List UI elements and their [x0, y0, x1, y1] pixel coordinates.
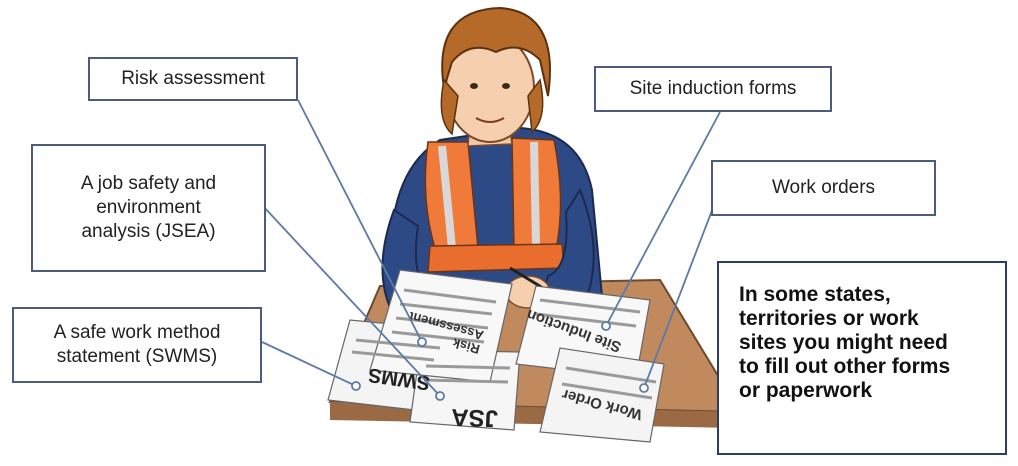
- work-orders-label: Work orders: [711, 160, 936, 216]
- connector-jsea-dot: [435, 391, 445, 401]
- paper-jsa-text: JSA: [451, 403, 499, 432]
- note-box: In some states, territories or work site…: [717, 261, 1007, 455]
- hair-side-right: [527, 78, 544, 134]
- connector-risk: [297, 99, 423, 343]
- left-eye: [470, 83, 478, 89]
- jsea-label: A job safety and environment analysis (J…: [31, 144, 266, 272]
- connector-site: [605, 111, 721, 327]
- connector-site-dot: [601, 321, 611, 331]
- connector-jsea: [261, 204, 441, 397]
- connector-swms-dot: [351, 381, 361, 391]
- connector-swms: [261, 341, 357, 387]
- hair: [441, 6, 551, 97]
- connector-work: [643, 199, 717, 389]
- hair-side: [440, 78, 459, 136]
- connector-work-dot: [639, 383, 649, 393]
- site-induction-label: Site induction forms: [594, 66, 832, 112]
- vest-stripe-right: [530, 141, 540, 247]
- mouth: [475, 117, 505, 123]
- vest-stripe-left: [438, 145, 456, 249]
- risk-assessment-label: Risk assessment: [88, 57, 298, 101]
- paper-work: [539, 347, 665, 443]
- vest-bottom: [427, 243, 565, 273]
- swms-label: A safe work method statement (SWMS): [12, 307, 262, 383]
- right-eye: [502, 83, 510, 89]
- connector-risk-dot: [417, 337, 427, 347]
- papers: SWMS JSA RiskAssessment Site Induction W…: [327, 269, 665, 443]
